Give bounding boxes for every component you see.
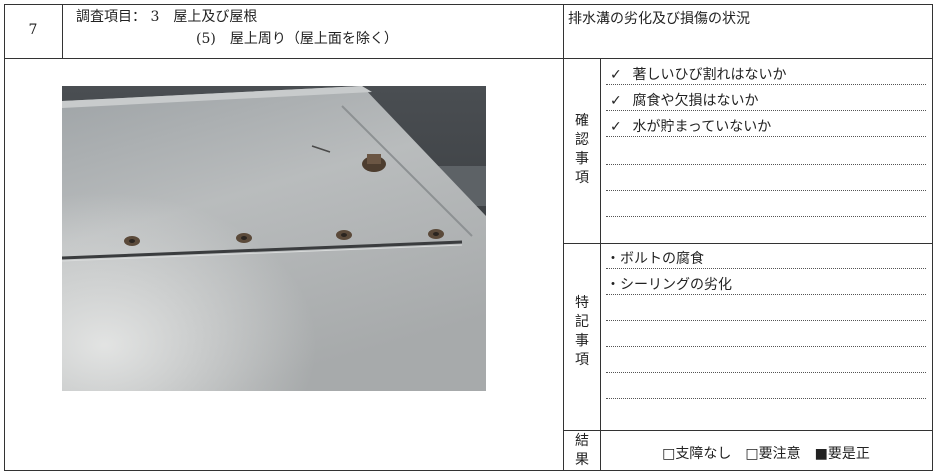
notes-line-5 — [606, 372, 926, 373]
main-divider — [563, 4, 564, 471]
photo-rooftop-metal-panel — [62, 86, 486, 391]
check-item: ✓ 著しいひび割れはないか — [610, 64, 786, 84]
check-item-text: 著しいひび割れはないか — [632, 67, 787, 83]
notes-line-2 — [606, 294, 926, 295]
check-line-1 — [606, 84, 926, 85]
check-line-2 — [606, 110, 926, 111]
section-divider-1 — [563, 243, 933, 244]
section-divider-2 — [563, 430, 933, 431]
survey-subtitle: (5) 屋上周り（屋上面を除く） — [196, 31, 398, 47]
label-divider — [600, 58, 601, 471]
checkmark-icon: ✓ — [610, 119, 622, 135]
result-option-needs-correction[interactable]: ■要是正 — [814, 446, 870, 462]
notes-line-3 — [606, 320, 926, 321]
check-section-label: 確 認 事 項 — [575, 113, 589, 186]
check-item-text: 水が貯まっていないか — [632, 119, 772, 135]
notes-line-4 — [606, 346, 926, 347]
note-item: ・シーリングの劣化 — [606, 277, 732, 293]
header-divider — [4, 58, 933, 59]
notes-line-6 — [606, 398, 926, 399]
check-line-3 — [606, 136, 926, 137]
survey-subject: 排水溝の劣化及び損傷の状況 — [568, 11, 750, 27]
result-option-caution[interactable]: □要注意 — [745, 446, 801, 462]
check-item: ✓ 水が貯まっていないか — [610, 116, 771, 136]
result-section-label: 結 果 — [575, 433, 589, 468]
checkmark-icon: ✓ — [610, 93, 622, 109]
check-item: ✓ 腐食や欠損はないか — [610, 90, 758, 110]
result-option-no-problem[interactable]: □支障なし — [662, 446, 732, 462]
rooftop-photo — [62, 86, 486, 391]
sheet-border — [4, 4, 933, 471]
check-item-text: 腐食や欠損はないか — [632, 93, 759, 109]
check-line-4 — [606, 164, 926, 165]
notes-section-label: 特 記 事 項 — [575, 295, 589, 368]
check-line-6 — [606, 216, 926, 217]
item-number: 7 — [28, 22, 38, 38]
note-item: ・ボルトの腐食 — [606, 251, 704, 267]
survey-title: 調査項目： 3 屋上及び屋根 — [76, 9, 258, 25]
check-line-5 — [606, 190, 926, 191]
checkmark-icon: ✓ — [610, 67, 622, 83]
number-divider — [62, 4, 63, 58]
result-options: □支障なし □要注意 ■要是正 — [606, 438, 926, 468]
notes-line-1 — [606, 268, 926, 269]
